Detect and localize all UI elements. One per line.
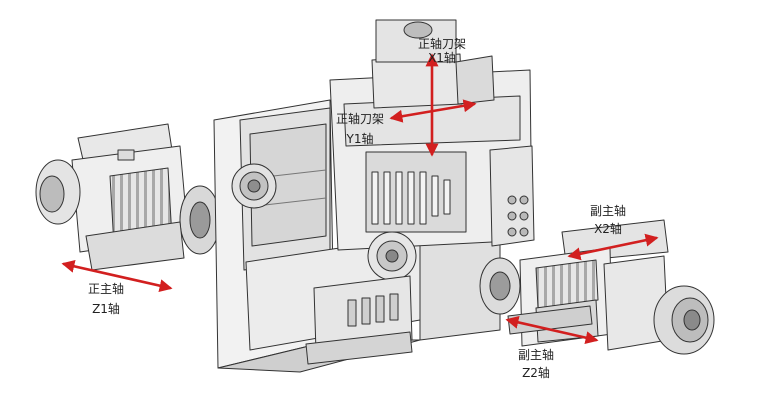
y1-axis-arrow [389,99,477,123]
x2-axis-arrow [567,233,659,261]
front-tool-block [305,275,413,365]
x2-label-line2: X2轴 [594,222,622,236]
x1-axis-label: 正轴刀架 X1轴 [418,37,466,65]
z2-label-line2: Z2轴 [522,366,550,380]
x2-label-line1: 副主轴 [590,204,627,218]
z1-axis-arrow [61,259,173,293]
z1-label-line2: Z1轴 [92,302,120,316]
z2-axis-arrow [505,315,599,345]
x2-axis-label: 副主轴 X2轴 [590,204,626,236]
z2-label-line1: 副主轴 [518,348,555,362]
x1-label-line2: X1轴 [428,51,456,65]
z1-label-line1: 正主轴 [88,282,125,296]
y1-label-line2: Y1轴 [346,132,374,146]
main-chuck [231,163,277,209]
y1-axis-label: 正轴刀架 Y1轴 [336,112,384,146]
tool-post [329,19,535,251]
y1-label-line1: 正轴刀架 [336,112,385,126]
main-spindle-unit [35,123,221,271]
z2-axis-label: 副主轴 Z2轴 [518,348,554,380]
z1-axis-label: 正主轴 Z1轴 [88,282,124,316]
lower-chuck [367,231,417,281]
x1-label-line1: 正轴刀架 [418,37,467,51]
